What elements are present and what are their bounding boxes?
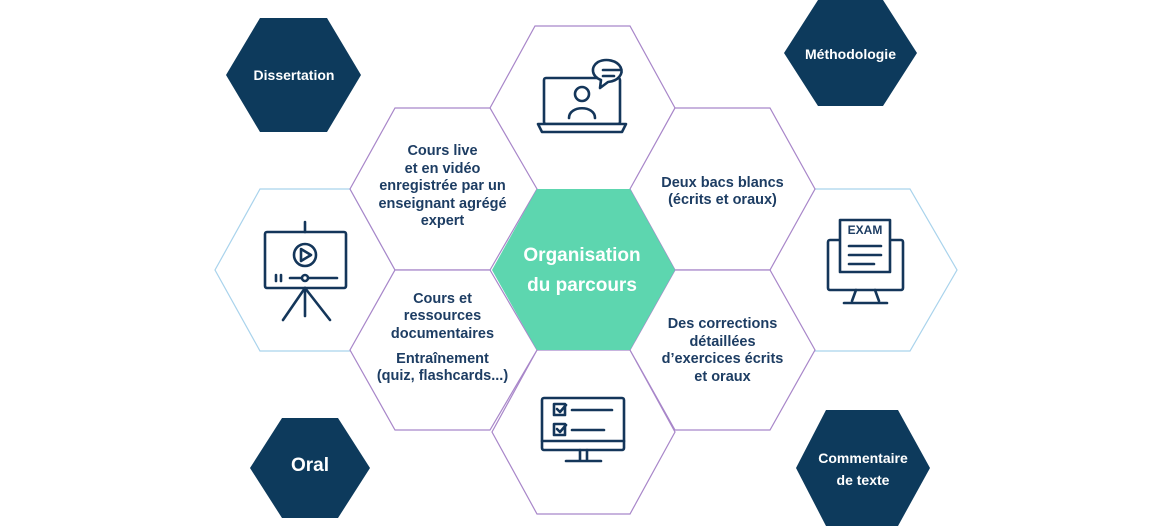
dissertation-label: Dissertation	[230, 60, 358, 90]
corrections-line-2: détaillées	[689, 333, 756, 350]
corrections-label: Des corrections détaillées d’exercices é…	[640, 315, 805, 387]
oral-label: Oral	[262, 450, 358, 480]
cours-live-line-4: enseignant agrégé	[378, 195, 507, 212]
ressources-line-3: documentaires	[390, 325, 495, 342]
commentaire-label: Commentaire de texte	[796, 446, 930, 492]
cours-live-line-3: enregistrée par un	[379, 178, 506, 195]
bacs-blancs-line-1: Deux bacs blancs	[661, 174, 784, 191]
oral-text: Oral	[290, 454, 330, 476]
methodologie-label: Méthodologie	[784, 40, 917, 68]
exam-monitor-icon	[826, 218, 905, 305]
commentaire-line-1: Commentaire	[818, 450, 908, 466]
center-label: Organisation du parcours	[497, 240, 667, 302]
cours-live-line-5: expert	[420, 213, 465, 230]
dissertation-text: Dissertation	[253, 66, 335, 83]
entrainement-line-2: (quiz, flashcards...)	[376, 368, 509, 384]
cours-live-label: Cours live et en vidéo enregistrée par u…	[360, 142, 525, 232]
hex-lower-left-outline	[349, 269, 538, 431]
corrections-line-4: et oraux	[694, 368, 751, 385]
video-presentation-easel-icon	[263, 220, 348, 322]
hex-center	[492, 189, 675, 350]
hex-commentaire	[796, 410, 930, 526]
entrainement-line-1: Entraînement	[396, 350, 489, 367]
bacs-blancs-line-2: (écrits et oraux)	[668, 192, 777, 208]
ressources-line-1: Cours et	[413, 290, 472, 307]
ressources-label: Cours et ressources documentaires	[360, 290, 525, 344]
center-line-1: Organisation	[523, 245, 641, 266]
video-call-laptop-icon	[536, 58, 628, 134]
cours-live-line-2: et en vidéo	[404, 160, 481, 177]
checklist-monitor-icon	[540, 396, 626, 463]
commentaire-line-2: de texte	[836, 472, 890, 488]
corrections-line-3: d’exercices écrits	[661, 351, 784, 367]
methodologie-text: Méthodologie	[805, 45, 896, 62]
corrections-line-1: Des corrections	[667, 316, 778, 332]
exam-sheet-text: EXAM	[847, 223, 883, 237]
cours-live-line-1: Cours live	[407, 143, 478, 160]
ressources-line-2: ressources	[403, 308, 482, 325]
entrainement-label: Entraînement (quiz, flashcards...)	[355, 349, 530, 387]
hex-dissertation	[226, 18, 361, 132]
hex-methodologie	[784, 0, 917, 106]
hex-oral	[250, 418, 370, 518]
center-line-2: du parcours	[527, 275, 637, 296]
bacs-blancs-label: Deux bacs blancs (écrits et oraux)	[640, 172, 805, 212]
